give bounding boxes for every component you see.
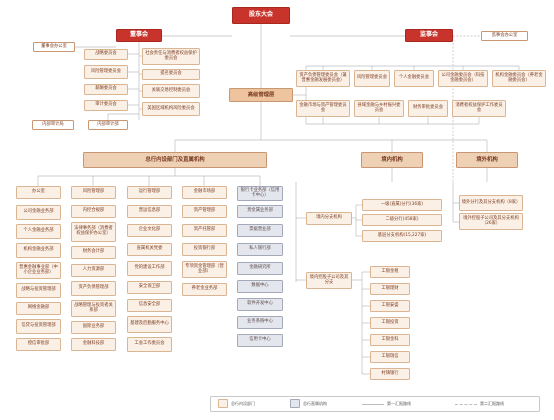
hq-dept-network: 网络金融部 xyxy=(16,302,61,315)
hq-dept-alm: 资产负债管理部 xyxy=(71,281,116,296)
hq-dept-compliance: 内控合规部 xyxy=(71,205,116,218)
internal-audit-bureau-box: 内部审计局 xyxy=(32,120,74,130)
hq-dept-international: 国际业务部 xyxy=(71,321,116,334)
hq-dept-institutional: 机构金融业务部 xyxy=(16,243,61,258)
mgmt-committee-institutional: 机构金融委员会（养老金融委员会） xyxy=(492,70,546,87)
subsidiary-insurance: 工银安盛 xyxy=(370,300,410,312)
board-committee-nomination: 提名委员会 xyxy=(142,69,200,80)
hq-dept-office: 办公室 xyxy=(16,186,61,199)
hq-dept-info-security: 信息安全部 xyxy=(127,299,172,312)
domestic-subsidiaries-box: 境内控股子公司及其分支 xyxy=(306,272,352,289)
hq-dept-fintech: 金融科技部 xyxy=(71,338,116,351)
overseas-header: 境外机构 xyxy=(456,152,518,168)
domestic-tier2-box: 二级分行(458家) xyxy=(362,214,442,226)
domestic-tier1-box: 一级(直属)分行(36家) xyxy=(362,199,442,211)
hq-direct-card: 银行卡业务部（信用卡中心） xyxy=(237,186,283,201)
hq-dept-custody: 资产托管部 xyxy=(182,224,227,237)
board-committee-compensation: 薪酬委员会 xyxy=(84,84,128,95)
subsidiary-leasing: 工银金租 xyxy=(370,266,410,278)
board-box: 董事会 xyxy=(116,29,162,42)
senior-management-box: 高级管理层 xyxy=(229,88,293,102)
hq-dept-culture: 企业文化部 xyxy=(127,224,172,237)
hq-dept-personal: 个人金融业务部 xyxy=(16,224,61,239)
mgmt-committee-consumer: 消费者权益保护工作委员会 xyxy=(452,100,506,117)
hq-dept-investment-banking: 投资银行部 xyxy=(182,243,227,256)
hq-dept-operations: 运行管理部 xyxy=(127,186,172,199)
board-committee-us-risk: 美国区域机构风险委员会 xyxy=(142,102,200,116)
hq-dept-corporate: 公司金融业务部 xyxy=(16,205,61,220)
hq-dept-strategy-ir: 战略管理与投资者关系部 xyxy=(71,300,116,317)
legend-label-hq-direct: 总行直属机构 xyxy=(303,401,327,406)
hq-dept-accounting: 财务会计部 xyxy=(71,246,116,259)
hq-direct-software: 软件开发中心 xyxy=(237,298,283,311)
hq-dept-asset-mgmt: 资产管理部 xyxy=(182,205,227,218)
legend-swatch-hq-internal xyxy=(218,399,228,408)
subsidiary-tech: 工银金科 xyxy=(370,334,410,346)
hq-direct-data-center: 数据中心 xyxy=(237,280,283,293)
domestic-grassroots-box: 基层分支机构(15,227家) xyxy=(362,230,442,242)
board-committee-strategy: 战略委员会 xyxy=(84,49,128,60)
mgmt-committee-markets: 金融市场与资产管理委员会 xyxy=(296,100,350,117)
hq-direct-research: 金融研究所 xyxy=(237,262,283,275)
hq-dept-risk-management: 风险管理部 xyxy=(71,186,116,199)
hq-dept-credit-approval: 授信审批部 xyxy=(16,338,61,351)
hq-dept-hr: 人力资源部 xyxy=(71,264,116,277)
hq-dept-legal: 法律事务部（消费者权益保护办公室） xyxy=(71,222,116,242)
hq-dept-union: 工会工作委员会 xyxy=(127,337,172,352)
subsidiary-fund: 工银瑞信 xyxy=(370,351,410,363)
mgmt-committee-finance: 财务审批委员会 xyxy=(408,100,448,117)
hq-dept-party-committee: 直属机关党委 xyxy=(127,243,172,256)
hq-direct-card-center: 信用卡中心 xyxy=(237,334,283,347)
hq-dept-pension: 养老金业务部 xyxy=(182,283,227,296)
mgmt-committee-alm: 资产负债管理委员会（兼普惠金融发展委员会） xyxy=(296,70,350,87)
board-office-box: 董事会办公室 xyxy=(33,42,75,52)
board-committee-related: 关联交易控制委员会 xyxy=(142,84,200,98)
board-committee-risk: 风险管理委员会 xyxy=(84,65,128,79)
board-committee-social: 社会责任与消费者权益保护委员会 xyxy=(142,48,200,65)
legend-label-hq-internal: 总行内设部门 xyxy=(231,401,255,406)
mgmt-committee-personal: 个人金融委员会 xyxy=(394,70,434,87)
hq-direct-bills: 票据营业部 xyxy=(237,224,283,237)
hq-dept-credit-investment: 信贷与投资管理部 xyxy=(16,319,61,334)
hq-dept-special-funds: 专项资金管理部（营业部） xyxy=(182,261,227,278)
subsidiary-wealth: 工银理财 xyxy=(370,283,410,295)
hq-dept-logistics: 基建及后勤服务中心 xyxy=(127,316,172,333)
shareholders-box: 股东大会 xyxy=(232,7,290,24)
hq-dept-strategy-investment: 战略与投资管理部 xyxy=(16,283,61,298)
hq-dept-security: 安全保卫部 xyxy=(127,281,172,294)
domestic-branches-box: 境内分支机构 xyxy=(306,212,352,225)
hq-direct-precious-metals: 贵金属业务部 xyxy=(237,205,283,218)
hq-dept-inclusive: 普惠金融事业部（中小企业业务部） xyxy=(16,262,61,279)
hq-dept-markets: 金融市场部 xyxy=(182,186,227,199)
hq-departments-header: 总行内设部门及直属机构 xyxy=(83,152,267,168)
overseas-subsidiaries-box: 境外控股子公司及其分支机构（26家） xyxy=(459,213,523,230)
hq-direct-business-system: 业务系统中心 xyxy=(237,316,283,329)
mgmt-committee-county: 县域金融与乡村振兴委员会 xyxy=(354,100,404,117)
hq-direct-private-banking: 私人银行部 xyxy=(237,243,283,256)
hq-dept-operating-info: 营运信息部 xyxy=(127,205,172,218)
hq-dept-party-building: 党的建设工作部 xyxy=(127,261,172,276)
supervisory-box: 监事会 xyxy=(405,29,453,42)
legend-line-primary xyxy=(362,404,384,405)
internal-audit-dept-box: 内部审计部 xyxy=(88,120,128,130)
overseas-branches-box: 境外分行及其分支机构（8家） xyxy=(459,195,523,211)
supervisory-office-box: 监事会办公室 xyxy=(481,31,528,41)
legend-label-primary: 第一汇报路线 xyxy=(387,401,411,406)
mgmt-committee-risk: 风险管理委员会 xyxy=(354,70,390,87)
board-committee-audit: 审计委员会 xyxy=(84,100,128,111)
legend-swatch-hq-direct xyxy=(290,399,300,408)
subsidiary-investment: 工银投资 xyxy=(370,317,410,329)
subsidiary-village-bank: 村镇银行 xyxy=(370,368,410,380)
domestic-header: 境内机构 xyxy=(361,152,423,168)
legend-label-secondary: 第二汇报路线 xyxy=(480,401,504,406)
mgmt-committee-corporate: 公司金融委员会（科技金融委员会） xyxy=(438,70,488,87)
legend-line-secondary xyxy=(455,404,477,405)
